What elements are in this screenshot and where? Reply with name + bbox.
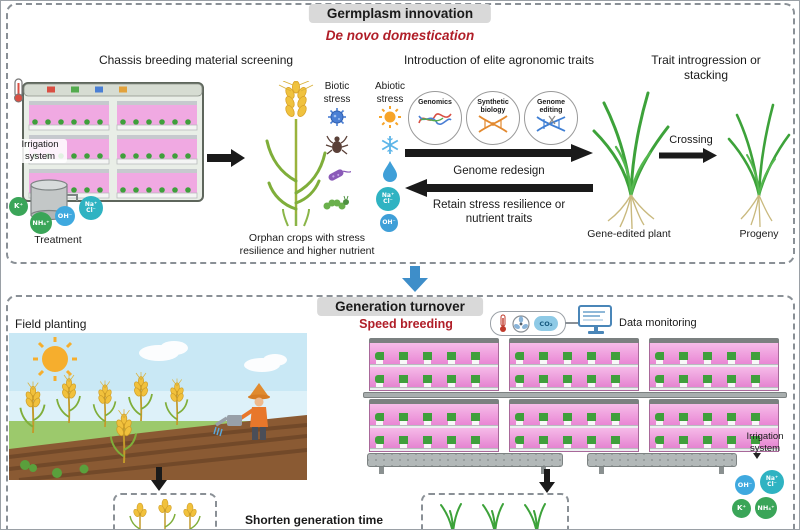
caterpillar-icon: [323, 195, 349, 210]
ion-nacl-bottom: Na⁺Cl⁻: [760, 470, 784, 494]
speed-result-box: [421, 493, 569, 529]
irrigation-system-label-bottom: Irrigation system: [746, 431, 784, 454]
irrigation-pointer-icon: [753, 453, 761, 463]
growth-chamber-illustration: [14, 78, 204, 221]
ion-nh4: NH₄⁺: [30, 212, 52, 234]
arrow-right-icon: [207, 149, 245, 167]
speed-breeding-unit: [369, 338, 499, 391]
rack-bench: [363, 392, 787, 398]
crossing-arrow-icon: [659, 148, 717, 163]
tray-leg: [379, 467, 384, 474]
generation-section-box: [6, 295, 795, 529]
water-drop-icon: [383, 161, 397, 182]
irrigation-tray: [367, 453, 563, 467]
sensor-strip: CO₂: [490, 311, 566, 336]
crossing-label: Crossing: [669, 134, 713, 146]
tray-leg: [719, 467, 724, 474]
speed-breeding-unit: [649, 399, 779, 452]
bacteria-icon: [328, 169, 351, 181]
ion-nh4-bottom: NH₄⁺: [755, 497, 777, 519]
ion-nacl: Na⁺Cl⁻: [79, 196, 103, 220]
synthetic-biology-art-icon: [478, 115, 508, 134]
gene-edited-plant-illustration: [592, 91, 670, 230]
field-result-wheat-icon: [129, 498, 201, 529]
ion-k-bottom: K⁺: [732, 499, 751, 518]
generation-title: Generation turnover: [317, 297, 483, 316]
tray-leg: [541, 467, 546, 474]
irrigation-tray: [587, 453, 737, 467]
field-result-arrow-icon: [151, 467, 167, 491]
ion-k: K⁺: [9, 197, 28, 216]
ion-nacl-abiotic: Na⁺Cl⁻: [376, 187, 400, 211]
ion-oh: OH⁻: [55, 206, 75, 226]
biotic-stress-label: Biotic stress: [323, 81, 351, 105]
genomics-art-icon: [418, 112, 452, 125]
thermometer-sensor-icon: [500, 314, 506, 332]
field-scene-illustration: [9, 333, 307, 480]
genome-editing-art-icon: [536, 116, 566, 133]
virus-icon: [328, 108, 346, 126]
speed-breeding-unit: [509, 338, 639, 391]
progeny-plant-illustration: [727, 103, 791, 228]
shorten-generation-label: Shorten generation time: [244, 513, 384, 527]
orphan-crop-wheat-illustration: [265, 81, 327, 227]
progeny-label: Progeny: [739, 228, 779, 240]
genome-editing-circle: Genome editing: [524, 91, 578, 145]
elite-title: Introduction of elite agronomic traits: [403, 53, 595, 67]
speed-breeding-label: Speed breeding: [359, 317, 453, 331]
retain-label: Retain stress resilience or nutrient tra…: [432, 199, 566, 226]
data-monitoring-label: Data monitoring: [619, 317, 697, 329]
field-result-box: [113, 493, 217, 529]
tray-leg: [599, 467, 604, 474]
sun-icon: [379, 106, 401, 128]
abiotic-stress-label: Abiotic stress: [374, 81, 405, 105]
snowflake-icon: [381, 136, 399, 154]
gene-edited-plant-label: Gene-edited plant: [587, 228, 671, 240]
field-planting-label: Field planting: [15, 317, 87, 331]
section-transition-arrow-icon: [402, 266, 428, 292]
sun-illustration-icon: [33, 337, 77, 381]
mite-icon: [325, 135, 349, 155]
orphan-crop-caption: Orphan crops with stress resilience and …: [239, 232, 375, 258]
de-novo-subtitle: De novo domestication: [325, 28, 475, 43]
ion-oh-abiotic: OH⁻: [380, 214, 398, 232]
irrigation-system-label: Irrigation system: [13, 139, 67, 163]
speed-breeding-unit: [509, 399, 639, 452]
monitor-icon: [578, 305, 614, 339]
genome-redesign-arrow-icon: [405, 144, 593, 162]
genome-redesign-label: Genome redesign: [453, 165, 545, 177]
speed-result-arrow-icon: [539, 469, 555, 493]
synthetic-biology-circle: Synthetic biology: [466, 91, 520, 145]
thermometer-icon: [14, 78, 23, 103]
sensor-wire: [565, 322, 578, 324]
trait-title: Trait introgression or stacking: [651, 53, 761, 82]
retain-arrow-icon: [405, 179, 593, 197]
treatment-label: Treatment: [34, 234, 82, 246]
chassis-title: Chassis breeding material screening: [98, 53, 294, 67]
speed-breeding-unit: [649, 338, 779, 391]
ion-oh-bottom: OH⁻: [735, 475, 755, 495]
genomics-circle: Genomics: [408, 91, 462, 145]
germplasm-title: Germplasm innovation: [308, 4, 492, 23]
speed-result-plants-icon: [440, 503, 546, 529]
bushes-icon: [20, 460, 89, 478]
farmer-illustration: [213, 383, 270, 440]
co2-sensor-icon: CO₂: [534, 316, 558, 331]
clouds-icon: [139, 341, 287, 372]
speed-breeding-unit: [369, 399, 499, 452]
fan-sensor-icon: [512, 314, 530, 333]
